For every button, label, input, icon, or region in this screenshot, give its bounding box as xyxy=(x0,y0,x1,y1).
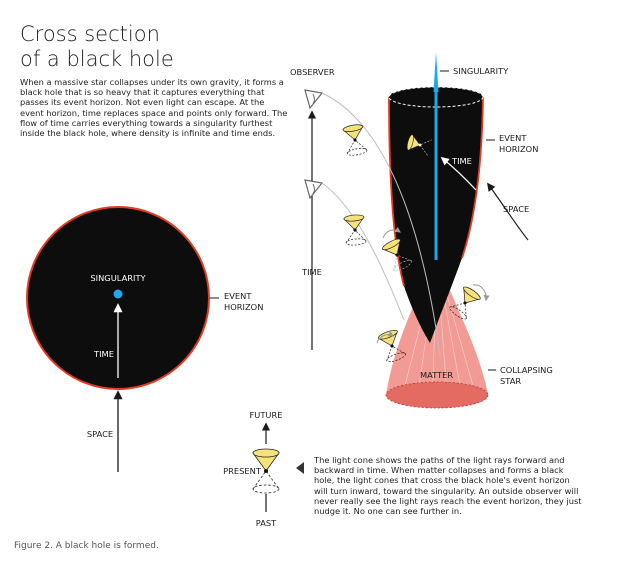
nudge-arrow-3 xyxy=(472,284,490,302)
legend-light-cone-icon xyxy=(252,448,280,494)
inside-time-label: TIME xyxy=(451,156,472,166)
left-horizon-label: HORIZON xyxy=(224,302,263,312)
title-line-2: of a black hole xyxy=(20,47,174,71)
observer-eye-icon xyxy=(304,89,324,110)
nudge-arrow-2 xyxy=(376,330,395,344)
page-title: Cross section of a black hole xyxy=(20,22,174,72)
nudge-arrow-1 xyxy=(382,226,401,239)
left-event-label: EVENT xyxy=(224,291,252,301)
legend-future-label: FUTURE xyxy=(250,410,283,420)
light-cone-icon-4 xyxy=(406,134,432,156)
left-space-label: SPACE xyxy=(87,429,113,439)
observer-eye-icon-lower xyxy=(304,179,324,200)
cross-section-circle-group: SINGULARITY TIME SPACE EVENT HORIZON xyxy=(26,206,263,472)
light-cone-icon-3 xyxy=(381,238,412,272)
singularity-dot xyxy=(113,289,123,299)
star-label: STAR xyxy=(500,376,521,386)
light-ray-upper xyxy=(321,92,441,356)
light-cone-icon-2 xyxy=(343,214,367,246)
legend-pointer-triangle xyxy=(296,462,304,474)
event-label: EVENT xyxy=(499,133,527,143)
star-base-ellipse xyxy=(385,381,489,409)
light-cone-caption: The light cone shows the paths of the li… xyxy=(314,455,582,517)
light-ray-lower xyxy=(321,182,405,321)
legend-present-label: PRESENT xyxy=(223,466,262,476)
time-axis-label: TIME xyxy=(301,267,322,277)
space-label: SPACE xyxy=(503,204,529,214)
intro-paragraph: When a massive star collapses under its … xyxy=(20,77,288,139)
inside-time-arrow xyxy=(440,156,477,191)
horizon-label: HORIZON xyxy=(499,144,538,154)
singularity-spike xyxy=(433,52,439,92)
left-singularity-label: SINGULARITY xyxy=(90,273,146,283)
figure-caption: Figure 2. A black hole is formed. xyxy=(14,541,159,551)
light-cone-legend: FUTURE PRESENT PAST xyxy=(223,410,304,528)
spacetime-diagram-group: TIME SPACE SINGULARITY EVENT HORIZON MAT… xyxy=(290,52,553,410)
singularity-label: SINGULARITY xyxy=(453,66,509,76)
light-cone-icon-1 xyxy=(342,124,368,156)
legend-past-label: PAST xyxy=(256,518,277,528)
space-arrow xyxy=(486,182,529,241)
collapsing-label: COLLAPSING xyxy=(500,365,553,375)
light-cone-icon-5 xyxy=(449,286,481,320)
left-time-label: TIME xyxy=(93,349,114,359)
event-horizon-edge-right xyxy=(461,96,484,259)
title-line-1: Cross section xyxy=(20,22,160,46)
observer-label: OBSERVER xyxy=(290,67,335,77)
matter-label: MATTER xyxy=(420,370,453,380)
